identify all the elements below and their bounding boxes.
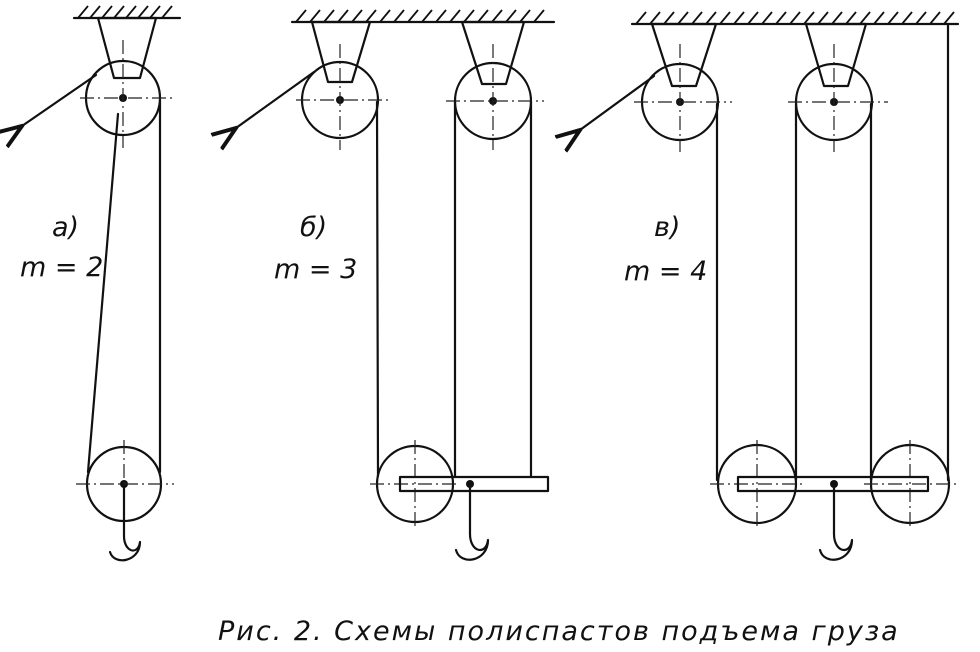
- ratio-label-b: m = 3: [274, 254, 357, 285]
- figure-caption: Рис. 2. Схемы полиспастов подъема груза: [218, 616, 900, 647]
- pull-rope-arrow-b: [236, 70, 316, 128]
- ratio-label-v: m = 4: [624, 256, 707, 287]
- ceiling-a: [72, 5, 182, 20]
- top-bracket-b2: [460, 20, 526, 86]
- top-bracket-a: [96, 16, 158, 80]
- top-bracket-b1: [310, 20, 372, 84]
- scheme-a: а) m = 2: [20, 5, 182, 562]
- pull-rope-arrow-v: [580, 74, 656, 130]
- hook-b: [454, 486, 490, 561]
- ceiling-v: [630, 11, 960, 26]
- scheme-label-b: б): [300, 212, 327, 243]
- top-bracket-v1: [650, 22, 718, 88]
- scheme-v: в) m = 4: [580, 11, 960, 561]
- ratio-label-a: m = 2: [20, 252, 103, 283]
- top-bracket-v2: [804, 22, 868, 88]
- scheme-b: б) m = 3: [236, 9, 556, 561]
- hook-v: [818, 486, 854, 561]
- pull-rope-arrow-a: [22, 73, 98, 126]
- scheme-label-v: в): [654, 212, 680, 243]
- ceiling-b: [290, 9, 556, 24]
- traverse-bar-b: [398, 475, 550, 493]
- scheme-label-a: а): [52, 212, 79, 243]
- hook-a: [108, 486, 142, 562]
